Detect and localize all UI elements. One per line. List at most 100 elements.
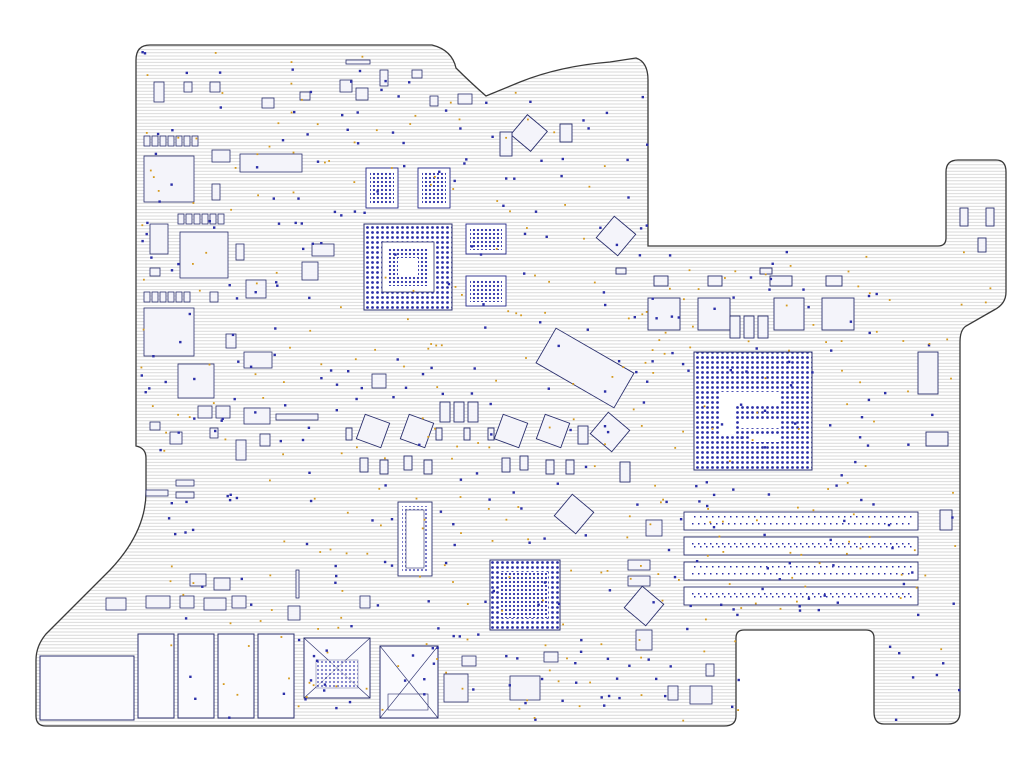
pad	[640, 656, 642, 659]
pad	[720, 423, 724, 426]
pad	[501, 609, 503, 612]
pad	[341, 113, 344, 117]
pad	[141, 224, 144, 227]
pad	[599, 226, 602, 229]
pad	[678, 579, 680, 581]
pad	[785, 250, 788, 254]
pad	[781, 411, 784, 414]
pad	[827, 488, 829, 490]
pad	[867, 294, 871, 298]
pad	[579, 650, 583, 653]
pad	[255, 166, 259, 169]
pad	[171, 129, 174, 132]
pad	[695, 560, 699, 563]
io-port-details	[303, 637, 439, 719]
pad	[632, 408, 635, 411]
pad	[518, 707, 521, 710]
pad	[812, 509, 815, 512]
pad	[728, 583, 731, 585]
pad	[537, 603, 540, 606]
pad	[902, 582, 906, 586]
pad	[459, 496, 462, 498]
pad	[841, 369, 843, 372]
pad	[453, 543, 456, 547]
pad	[208, 220, 211, 223]
gpu-area	[301, 167, 507, 389]
pad	[907, 443, 910, 446]
pad	[713, 307, 716, 310]
pad	[734, 270, 737, 273]
pad	[392, 396, 395, 399]
pad	[763, 533, 766, 537]
pad	[681, 362, 685, 366]
pad	[915, 586, 918, 589]
pad	[340, 452, 343, 455]
pad	[262, 397, 265, 399]
pad	[769, 277, 773, 281]
pad	[645, 311, 648, 313]
pad	[603, 165, 606, 167]
pad	[751, 439, 754, 441]
pad	[628, 664, 631, 667]
pad	[458, 635, 461, 638]
memory-slots	[683, 511, 919, 606]
pad	[289, 346, 291, 349]
pad	[913, 549, 916, 552]
pad	[479, 253, 483, 256]
pad	[669, 287, 671, 290]
pad	[363, 211, 366, 214]
pad	[698, 500, 701, 503]
pad	[290, 61, 293, 63]
pad	[771, 262, 774, 265]
pad	[366, 552, 369, 555]
pad	[737, 709, 739, 711]
pad	[843, 519, 846, 523]
pad	[268, 145, 271, 148]
pad	[722, 520, 724, 523]
pad	[755, 347, 758, 350]
pad	[311, 242, 314, 245]
pad	[817, 608, 820, 612]
pad	[603, 704, 606, 707]
pad	[642, 401, 646, 404]
pad	[654, 484, 656, 487]
pad	[520, 314, 522, 317]
pad	[275, 281, 278, 284]
pad	[544, 311, 546, 314]
pad	[415, 497, 418, 500]
pad	[603, 425, 607, 428]
pad	[627, 196, 630, 199]
pad	[629, 577, 632, 580]
pad	[360, 386, 363, 390]
pad	[233, 397, 236, 401]
pad	[277, 122, 280, 125]
pad	[873, 420, 875, 423]
top-left-components	[143, 59, 473, 461]
io-port-1	[39, 655, 135, 721]
pad	[328, 160, 330, 162]
pad	[761, 587, 764, 591]
pad	[802, 288, 805, 291]
pad	[411, 654, 415, 657]
pad	[177, 431, 180, 434]
pad	[228, 716, 231, 719]
pad	[459, 127, 462, 130]
pad	[829, 424, 832, 427]
pad	[652, 372, 655, 374]
pad	[569, 428, 572, 432]
pad	[440, 344, 443, 347]
pad	[425, 643, 428, 645]
pad	[290, 111, 293, 114]
pad	[655, 317, 658, 320]
pad	[848, 540, 850, 543]
pad	[523, 272, 526, 275]
chipset	[489, 559, 561, 631]
pad	[763, 409, 767, 412]
pad	[712, 526, 716, 529]
pad	[143, 52, 147, 55]
pad	[692, 325, 694, 328]
pad	[940, 648, 943, 651]
pad	[849, 320, 853, 323]
pad	[682, 719, 685, 722]
pad	[651, 297, 654, 300]
